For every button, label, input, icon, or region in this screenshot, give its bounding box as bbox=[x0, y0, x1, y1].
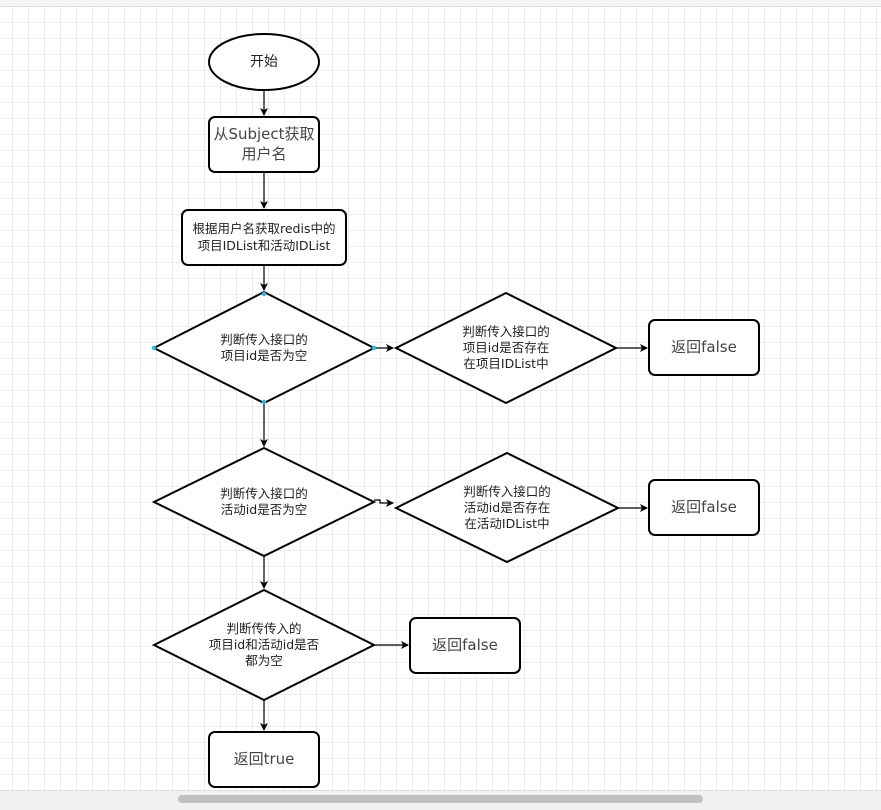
selection-handle-bottom[interactable] bbox=[261, 399, 267, 405]
selection-handle-left[interactable] bbox=[151, 345, 157, 351]
check-project-empty-diamond[interactable] bbox=[151, 290, 377, 405]
get-username-box[interactable] bbox=[208, 116, 320, 173]
start-ellipse[interactable] bbox=[208, 33, 320, 91]
return-false-2-box[interactable] bbox=[648, 479, 760, 536]
check-project-in-list-diamond[interactable] bbox=[393, 291, 619, 405]
return-false-1-box[interactable] bbox=[648, 319, 760, 376]
check-both-empty-diamond[interactable] bbox=[151, 588, 377, 702]
check-activity-empty-diamond[interactable] bbox=[151, 446, 377, 558]
selection-handle-top[interactable] bbox=[261, 291, 267, 297]
get-redis-box[interactable] bbox=[181, 209, 347, 266]
check-activity-in-list-diamond[interactable] bbox=[393, 451, 621, 564]
edge-check-activity-to-in-list[interactable] bbox=[374, 499, 394, 507]
return-true-box[interactable] bbox=[208, 731, 320, 788]
horizontal-scrollbar-thumb[interactable] bbox=[178, 795, 703, 803]
canvas-top-border bbox=[0, 0, 881, 7]
selection-handle-right[interactable] bbox=[371, 345, 377, 351]
return-false-3-box[interactable] bbox=[409, 617, 521, 674]
